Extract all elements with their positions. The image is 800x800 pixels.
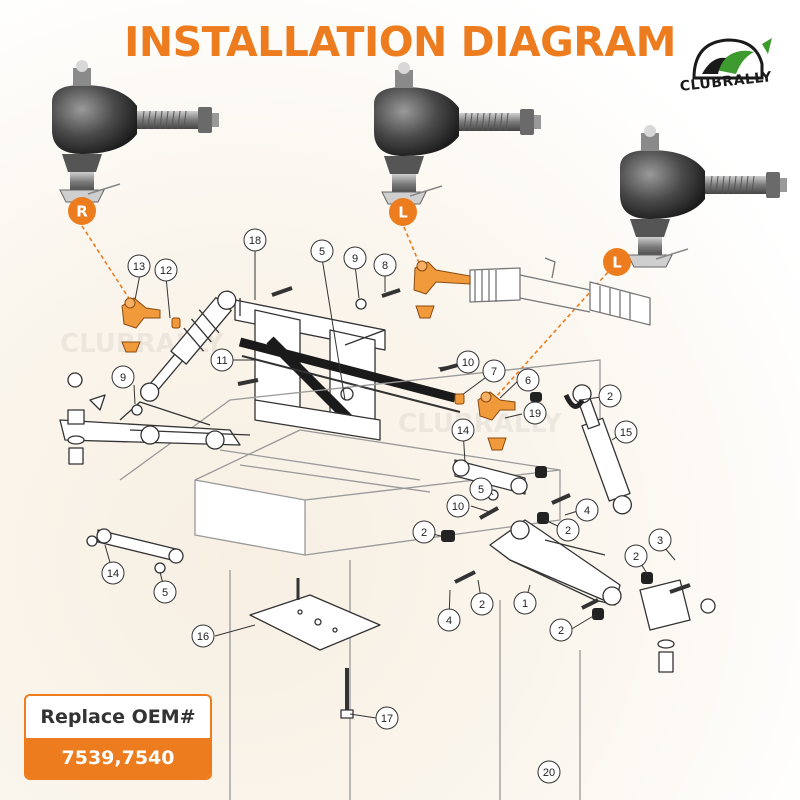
svg-text:14: 14 <box>107 568 119 580</box>
callout-13: 13 <box>127 254 151 278</box>
callout-4b: 4 <box>437 608 461 632</box>
logo-emblem-icon <box>692 38 772 80</box>
callout-2: 2 <box>598 384 622 408</box>
oem-number: 7539,7540 <box>26 738 210 778</box>
callout-14b: 14 <box>101 561 125 585</box>
svg-text:9: 9 <box>120 372 126 384</box>
callout-3: 3 <box>648 528 672 552</box>
svg-text:2: 2 <box>607 391 613 403</box>
callout-17: 17 <box>375 706 399 730</box>
callout-19: 19 <box>523 401 547 425</box>
svg-text:2: 2 <box>558 625 564 637</box>
tie-rod-end-photo-left <box>373 61 542 205</box>
svg-text:R: R <box>76 203 88 221</box>
tie-rod-end-photo-left-2 <box>619 124 788 268</box>
svg-text:10: 10 <box>462 357 474 369</box>
svg-text:13: 13 <box>133 261 145 273</box>
callout-2f: 2 <box>549 618 573 642</box>
svg-text:L: L <box>612 254 622 272</box>
highlighted-parts <box>121 260 516 451</box>
callout-9: 9 <box>343 246 367 270</box>
callout-9b: 9 <box>111 365 135 389</box>
svg-text:12: 12 <box>160 265 172 277</box>
svg-text:5: 5 <box>319 246 325 258</box>
callout-4: 4 <box>575 498 599 522</box>
svg-text:17: 17 <box>381 713 393 725</box>
leader-line-r <box>81 225 131 301</box>
svg-text:3: 3 <box>657 535 663 547</box>
callout-11: 11 <box>210 348 234 372</box>
side-marker-l-2: L <box>603 248 631 276</box>
svg-text:15: 15 <box>620 427 632 439</box>
svg-text:10: 10 <box>452 501 464 513</box>
callout-2e: 2 <box>470 592 494 616</box>
svg-text:2: 2 <box>633 551 639 563</box>
svg-text:5: 5 <box>478 484 484 496</box>
callout-16: 16 <box>191 624 215 648</box>
tie-rod-end-photo-right <box>51 59 220 203</box>
callout-6: 6 <box>516 368 540 392</box>
callout-8: 8 <box>373 253 397 277</box>
callout-12: 12 <box>154 258 178 282</box>
leader-line-l <box>403 226 421 266</box>
clubrally-logo: CLUBRALLY <box>676 34 776 114</box>
callout-5b: 5 <box>469 477 493 501</box>
diagram-title: INSTALLATION DIAGRAM <box>124 18 676 66</box>
callout-2d: 2 <box>624 544 648 568</box>
side-marker-r: R <box>68 197 96 225</box>
oem-label: Replace OEM# <box>40 706 196 728</box>
svg-text:7: 7 <box>491 366 497 378</box>
callout-10: 10 <box>456 350 480 374</box>
svg-text:11: 11 <box>216 355 227 367</box>
callout-1: 1 <box>513 591 537 615</box>
side-marker-l: L <box>389 198 417 226</box>
callout-5: 5 <box>310 239 334 263</box>
svg-text:4: 4 <box>446 615 452 627</box>
svg-text:L: L <box>398 204 408 222</box>
svg-text:18: 18 <box>249 235 261 247</box>
svg-text:20: 20 <box>543 767 555 779</box>
callout-20: 20 <box>537 760 561 784</box>
suspension-line-art <box>59 248 716 800</box>
svg-text:2: 2 <box>421 527 427 539</box>
svg-text:5: 5 <box>162 587 168 599</box>
oem-replacement-box: Replace OEM# 7539,7540 <box>24 694 212 780</box>
svg-text:4: 4 <box>584 505 590 517</box>
callout-2c: 2 <box>556 518 580 542</box>
svg-text:2: 2 <box>565 525 571 537</box>
svg-text:2: 2 <box>479 599 485 611</box>
callout-7: 7 <box>482 359 506 383</box>
svg-text:1: 1 <box>522 598 528 610</box>
callout-2b: 2 <box>412 520 436 544</box>
svg-text:9: 9 <box>352 253 358 265</box>
callout-5c: 5 <box>153 580 177 604</box>
callout-18: 18 <box>243 228 267 252</box>
callout-10b: 10 <box>446 494 470 518</box>
svg-text:16: 16 <box>197 631 209 643</box>
svg-text:8: 8 <box>382 260 388 272</box>
callout-14: 14 <box>451 418 475 442</box>
callout-15: 15 <box>614 420 638 444</box>
svg-text:6: 6 <box>525 375 531 387</box>
svg-text:14: 14 <box>457 425 469 437</box>
svg-text:19: 19 <box>529 408 541 420</box>
